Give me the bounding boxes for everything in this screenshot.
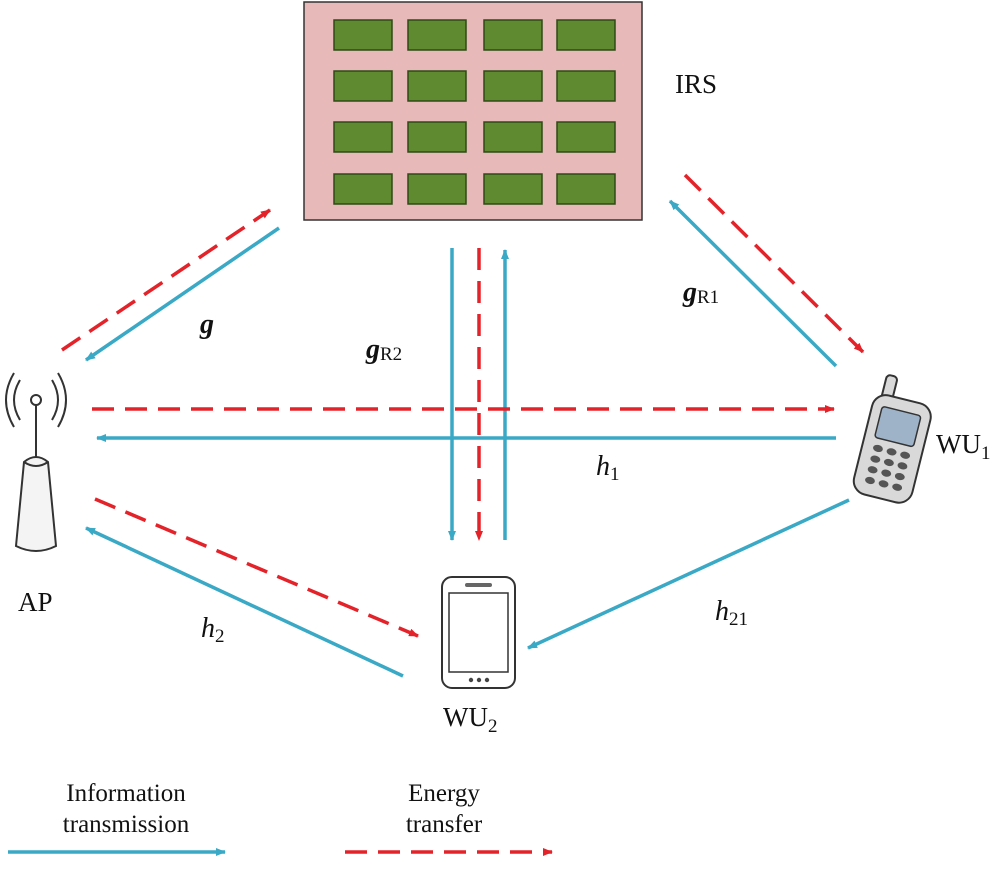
channel-gR1-main: g xyxy=(682,277,697,308)
irs-element xyxy=(333,121,393,153)
irs-element xyxy=(483,70,543,102)
keypad-key xyxy=(865,476,875,485)
channel-gR1-sub: R1 xyxy=(697,287,719,308)
irs-element xyxy=(483,121,543,153)
wu2-label-main: WU xyxy=(443,702,488,732)
keypad-key xyxy=(881,469,892,477)
channel-g-label: g xyxy=(199,309,214,340)
channel-gR1-label: gR1 xyxy=(682,277,719,308)
irs-element-grid xyxy=(333,19,616,205)
irs-element xyxy=(556,173,616,205)
irs-element xyxy=(407,70,467,102)
keypad-key xyxy=(894,472,905,481)
wu1-label-sub: 1 xyxy=(981,443,991,464)
smartphone-icon xyxy=(441,576,516,689)
channel-h2-sub: 2 xyxy=(215,626,225,647)
antenna-tower-icon xyxy=(5,372,67,552)
channel-h21-main: h xyxy=(715,596,729,627)
keypad-key xyxy=(867,466,878,474)
wu2-label: WU2 xyxy=(443,702,497,737)
keypad-key xyxy=(900,451,911,459)
channel-gR2-sub: R2 xyxy=(380,344,402,365)
channel-h2-main: h xyxy=(201,613,215,644)
irs-element xyxy=(333,173,393,205)
irs-panel xyxy=(303,1,643,221)
channel-h1-label: h1 xyxy=(596,451,620,485)
legend-info-line2: transmission xyxy=(63,811,190,838)
irs-element xyxy=(556,121,616,153)
keypad-key xyxy=(892,483,903,491)
legend-energy-line2: transfer xyxy=(406,811,483,838)
keypad xyxy=(865,444,911,491)
wu1-label-main: WU xyxy=(936,429,981,459)
wu2-label-sub: 2 xyxy=(488,716,498,737)
keypad-key xyxy=(870,455,881,463)
legend-info-line1: Information xyxy=(66,780,186,807)
keypad-key xyxy=(886,448,897,456)
channel-gR2-label: gR2 xyxy=(365,334,402,365)
energy-arrow-ap-to-irs xyxy=(61,208,271,352)
irs-element xyxy=(556,70,616,102)
legend: Information transmission Energy transfer xyxy=(8,780,553,856)
channel-h21-sub: 21 xyxy=(729,609,748,630)
feature-phone-icon xyxy=(852,374,932,504)
irs-element xyxy=(407,173,467,205)
keypad-key xyxy=(883,458,894,467)
irs-element xyxy=(333,19,393,51)
channel-gR2-main: g xyxy=(365,334,380,365)
ap-label: AP xyxy=(18,587,53,617)
wu1-label: WU1 xyxy=(936,429,990,464)
keypad-key xyxy=(897,462,908,470)
energy-arrow-irs-to-wu1 xyxy=(683,173,865,354)
channel-h21-label: h21 xyxy=(715,596,748,630)
channel-h1-main: h xyxy=(596,451,610,482)
info-arrow-wu1-to-wu2 xyxy=(527,498,850,650)
legend-energy-line1: Energy xyxy=(408,780,480,807)
info-arrow-wu2-to-ap xyxy=(85,526,404,678)
channel-h1-sub: 1 xyxy=(610,464,620,485)
energy-arrow-ap-to-wu2 xyxy=(94,497,419,638)
irs-element xyxy=(556,19,616,51)
irs-element xyxy=(407,121,467,153)
channel-h2-label: h2 xyxy=(201,613,225,647)
keypad-key xyxy=(873,444,883,453)
info-arrow-irs-to-ap xyxy=(85,226,280,362)
keypad-key xyxy=(878,480,889,488)
irs-label: IRS xyxy=(675,69,717,99)
info-arrow-wu1-to-irs xyxy=(668,199,838,368)
irs-element xyxy=(483,19,543,51)
irs-element xyxy=(333,70,393,102)
irs-element xyxy=(483,173,543,205)
irs-element xyxy=(407,19,467,51)
